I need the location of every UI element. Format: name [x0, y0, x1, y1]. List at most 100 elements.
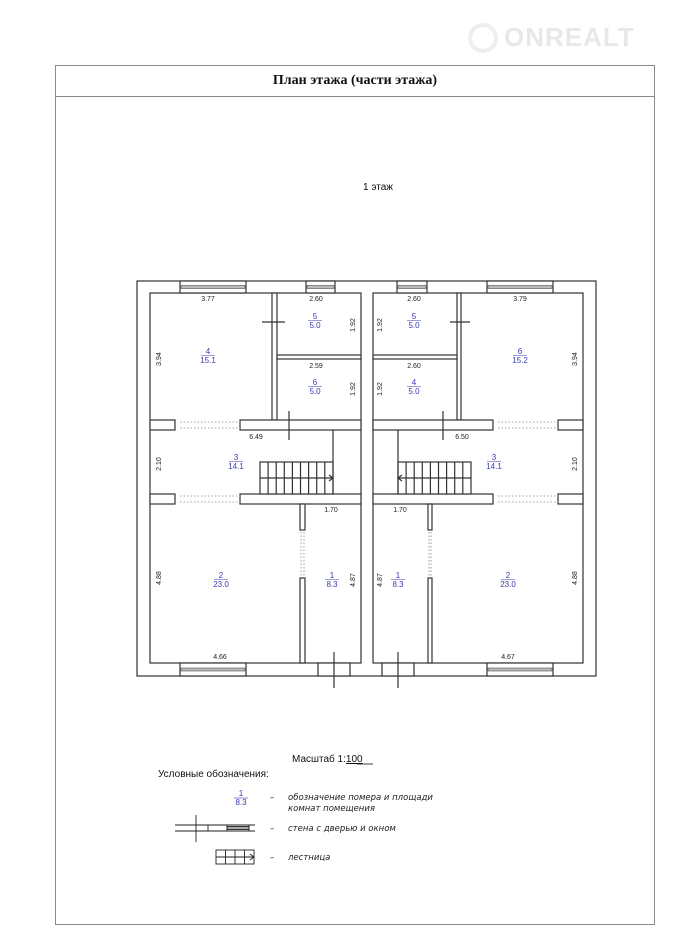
- room-area: 14.1: [228, 462, 244, 471]
- window-glass: [180, 285, 246, 289]
- partition-wall: [239, 419, 362, 431]
- room-label: 55.0: [308, 312, 322, 330]
- dimension-label: 2.10: [156, 457, 163, 471]
- room-area: 5.0: [309, 321, 321, 330]
- partition-wall: [271, 292, 278, 421]
- stair-arrow-icon: [249, 853, 255, 861]
- partition-wall: [372, 419, 494, 431]
- legend-text: лестница: [287, 853, 330, 863]
- legend-item-room-label: 1 8.3 – обозначение помера и площади ком…: [234, 789, 433, 814]
- dimension-label: 4.87: [350, 573, 357, 587]
- legend-text-line2: комнат помещения: [288, 804, 375, 814]
- dimension-label: 2.59: [309, 363, 323, 370]
- room-number: 4: [412, 378, 417, 387]
- window-glass: [487, 667, 553, 672]
- dimension-label: 3.94: [572, 352, 579, 366]
- room-area: 5.0: [408, 387, 420, 396]
- room-number: 2: [219, 571, 224, 580]
- partition-wall: [557, 419, 584, 431]
- dimension-label: 3.79: [513, 296, 527, 303]
- partition-wall: [427, 503, 433, 531]
- room-number: 6: [518, 347, 523, 356]
- room-area: 15.1: [200, 356, 216, 365]
- partition-wall: [276, 354, 362, 360]
- dimension-label: 1.70: [324, 507, 338, 514]
- dimension-label: 1.92: [350, 382, 357, 396]
- dimension-label: 6.49: [249, 434, 263, 441]
- room-area: 23.0: [213, 580, 229, 589]
- dimension-label: 3.94: [156, 352, 163, 366]
- room-number: 4: [206, 347, 211, 356]
- legend-dash: –: [270, 793, 274, 803]
- dimension-label: 4.87: [377, 573, 384, 587]
- partition-wall: [299, 503, 306, 531]
- dimension-label: 1.70: [393, 507, 407, 514]
- room-label: 55.0: [407, 312, 421, 330]
- dimension-label: 6.50: [455, 434, 469, 441]
- dimension-label: 2.60: [309, 296, 323, 303]
- house-icon: [468, 22, 498, 53]
- room-label: 615.2: [512, 347, 528, 365]
- dimension-label: 4.66: [213, 654, 227, 661]
- legend-sample-number: 1: [239, 789, 244, 798]
- floor-label: 1 этаж: [363, 182, 393, 193]
- room-area: 8.3: [392, 580, 404, 589]
- dimension-label: 2.60: [407, 296, 421, 303]
- partition-wall: [149, 419, 176, 431]
- scale-value: 100: [346, 754, 363, 765]
- window-symbol: [226, 826, 250, 830]
- room-area: 23.0: [500, 580, 516, 589]
- room-label: 18.3: [325, 571, 339, 589]
- window-glass: [397, 285, 427, 289]
- room-area: 15.2: [512, 356, 528, 365]
- legend-title: Условные обозначения:: [158, 768, 269, 780]
- room-number: 1: [396, 571, 401, 580]
- partition-wall: [299, 577, 306, 664]
- window-glass: [487, 285, 553, 289]
- legend-dash: –: [270, 824, 274, 834]
- room-area: 8.3: [326, 580, 338, 589]
- dimension-label: 4.88: [572, 571, 579, 585]
- legend-text: стена с дверью и окном: [288, 824, 396, 834]
- room-label: 415.1: [200, 347, 216, 365]
- scale-label: Масштаб 1:100: [292, 753, 363, 765]
- dimension-label: 3.77: [201, 296, 215, 303]
- room-number: 3: [492, 453, 497, 462]
- room-label: 65.0: [308, 378, 322, 396]
- walls: [136, 280, 597, 688]
- room-number: 3: [234, 453, 239, 462]
- partition-wall: [427, 577, 433, 664]
- partition-wall: [149, 493, 176, 505]
- legend-item-stair: [215, 849, 255, 865]
- partition-wall: [557, 493, 584, 505]
- window-glass: [306, 285, 335, 289]
- dimension-label: 1.92: [377, 318, 384, 332]
- watermark-text: ONREALT: [504, 22, 635, 52]
- room-label: 45.0: [407, 378, 421, 396]
- room-label: 314.1: [228, 453, 244, 471]
- dimension-label: 1.92: [350, 318, 357, 332]
- room-label: 18.3: [391, 571, 405, 589]
- dimension-label: 1.92: [377, 382, 384, 396]
- legend-dash: –: [270, 853, 274, 863]
- legend-sample-area: 8.3: [235, 798, 247, 807]
- legend-item-wall: [175, 815, 255, 842]
- partition-wall: [456, 292, 462, 421]
- legend-text: обозначение помера и площади: [288, 793, 433, 803]
- dimension-label: 2.60: [407, 363, 421, 370]
- room-number: 6: [313, 378, 318, 387]
- title-row: План этажа (части этажа): [55, 65, 655, 97]
- labels: 3.77 2.60 1.92 3.94 2.59 1.92 6.49 2.10 1.70 4.88…: [156, 296, 579, 661]
- scale-prefix: Масштаб 1:: [292, 753, 346, 765]
- partition-wall: [372, 354, 458, 360]
- partition-wall: [239, 493, 362, 505]
- dimension-label: 2.10: [572, 457, 579, 471]
- room-area: 5.0: [309, 387, 321, 396]
- room-number: 5: [412, 312, 417, 321]
- room-label: 223.0: [500, 571, 516, 589]
- dimension-label: 4.67: [501, 654, 515, 661]
- room-label: 223.0: [213, 571, 229, 589]
- room-number: 1: [330, 571, 335, 580]
- room-area: 14.1: [486, 462, 502, 471]
